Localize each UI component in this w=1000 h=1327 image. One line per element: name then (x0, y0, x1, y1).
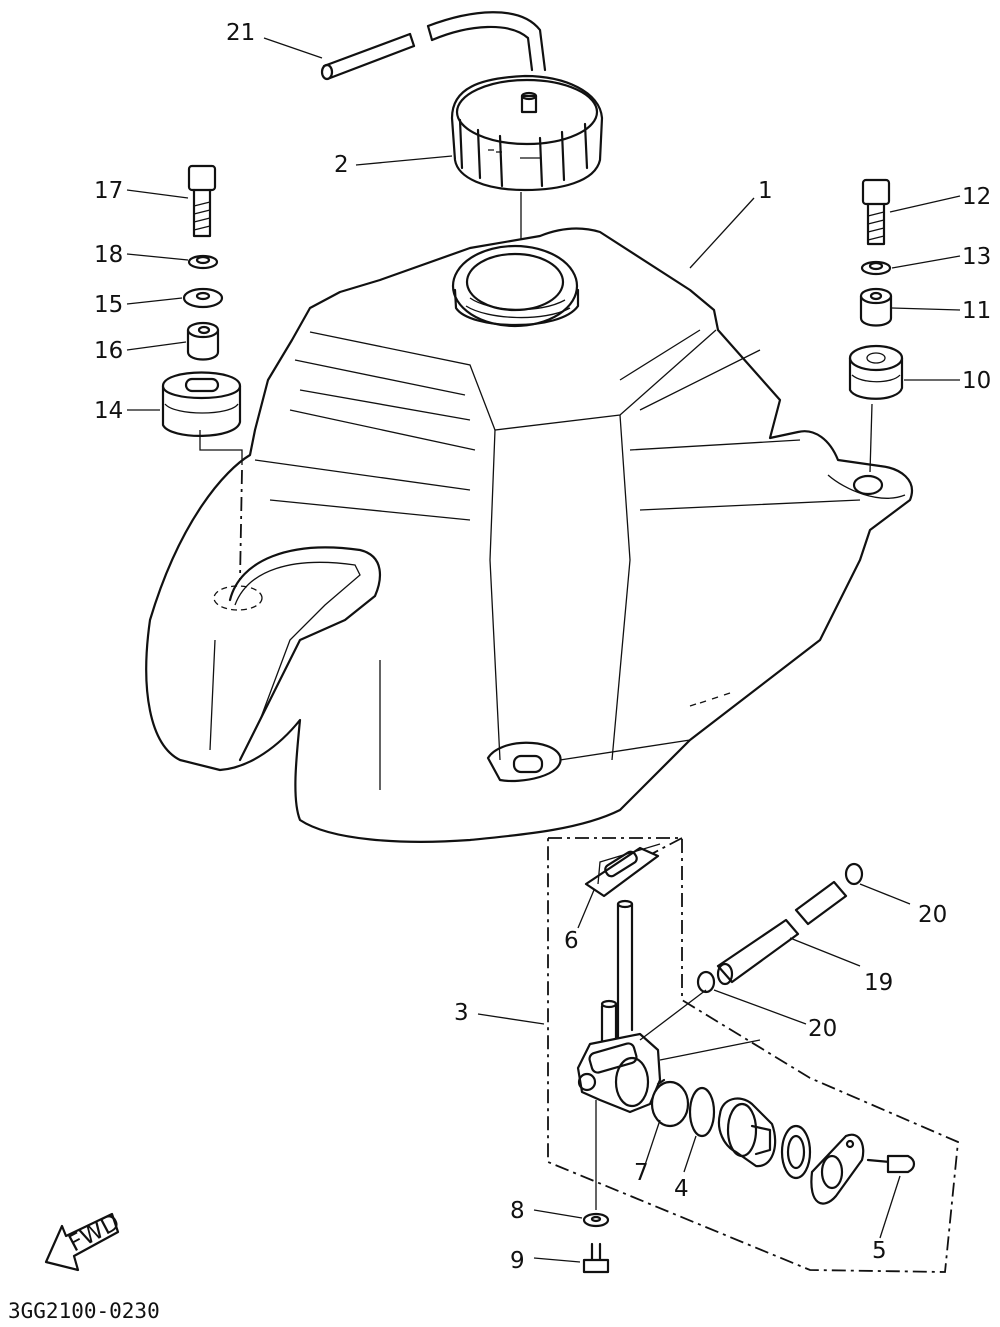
part-1-fuel-tank (145, 227, 913, 843)
forward-arrow-icon: FWD (44, 1209, 125, 1272)
part-4-o-ring (688, 1086, 716, 1138)
part-14-damper-left (161, 371, 243, 581)
part-20-hose-clip-lower (696, 970, 716, 994)
callout-17: 17 (94, 178, 123, 204)
part-6-gasket (584, 843, 661, 898)
diagram-code: 3GG2100-0230 (8, 1299, 160, 1323)
callout-14: 14 (94, 398, 123, 424)
callout-21: 21 (226, 20, 255, 46)
part-20-hose-clip-upper (844, 862, 864, 886)
callout-20-upper: 20 (918, 902, 947, 928)
callout-16: 16 (94, 338, 123, 364)
callout-20-lower: 20 (808, 1016, 837, 1042)
callout-13: 13 (962, 244, 991, 270)
part-10-damper-right (848, 344, 904, 473)
part-9-drain-screw (582, 1242, 610, 1274)
callout-4: 4 (674, 1176, 689, 1202)
part-17-bolt-left (187, 164, 217, 238)
callout-5: 5 (872, 1238, 887, 1264)
leader-lines (126, 37, 961, 1263)
callout-15: 15 (94, 292, 123, 318)
callout-12: 12 (962, 184, 991, 210)
part-8-drain-washer (582, 1212, 610, 1228)
fuel-cock-washer (780, 1124, 812, 1180)
part-15-washer-left (182, 287, 224, 309)
part-5-screw (866, 1154, 916, 1174)
callout-9: 9 (510, 1248, 525, 1274)
callout-1: 1 (758, 178, 773, 204)
part-11-collar-right (859, 287, 893, 327)
callout-2: 2 (334, 152, 349, 178)
fuel-cock-lever (717, 1097, 777, 1168)
callout-7: 7 (634, 1160, 649, 1186)
callout-10: 10 (962, 368, 991, 394)
part-13-washer-right (860, 260, 892, 276)
fuel-cock-plate (810, 1133, 865, 1205)
part-21-vent-hose (320, 11, 547, 81)
callout-8: 8 (510, 1198, 525, 1224)
part-18-washer-left (187, 254, 219, 270)
part-19-fuel-hose (716, 880, 848, 986)
callout-6: 6 (564, 928, 579, 954)
callout-19: 19 (864, 970, 893, 996)
callout-labels: 21 2 1 17 18 15 16 14 12 13 11 10 20 19 … (94, 20, 991, 1274)
callout-18: 18 (94, 242, 123, 268)
callout-11: 11 (962, 298, 991, 324)
part-12-bolt-right (861, 178, 891, 246)
fwd-label: FWD (65, 1209, 125, 1257)
fuel-cock-body (576, 899, 761, 1210)
part-16-collar-left (186, 321, 220, 361)
part-7-filter-cup (650, 1078, 690, 1128)
callout-3: 3 (454, 1000, 469, 1026)
